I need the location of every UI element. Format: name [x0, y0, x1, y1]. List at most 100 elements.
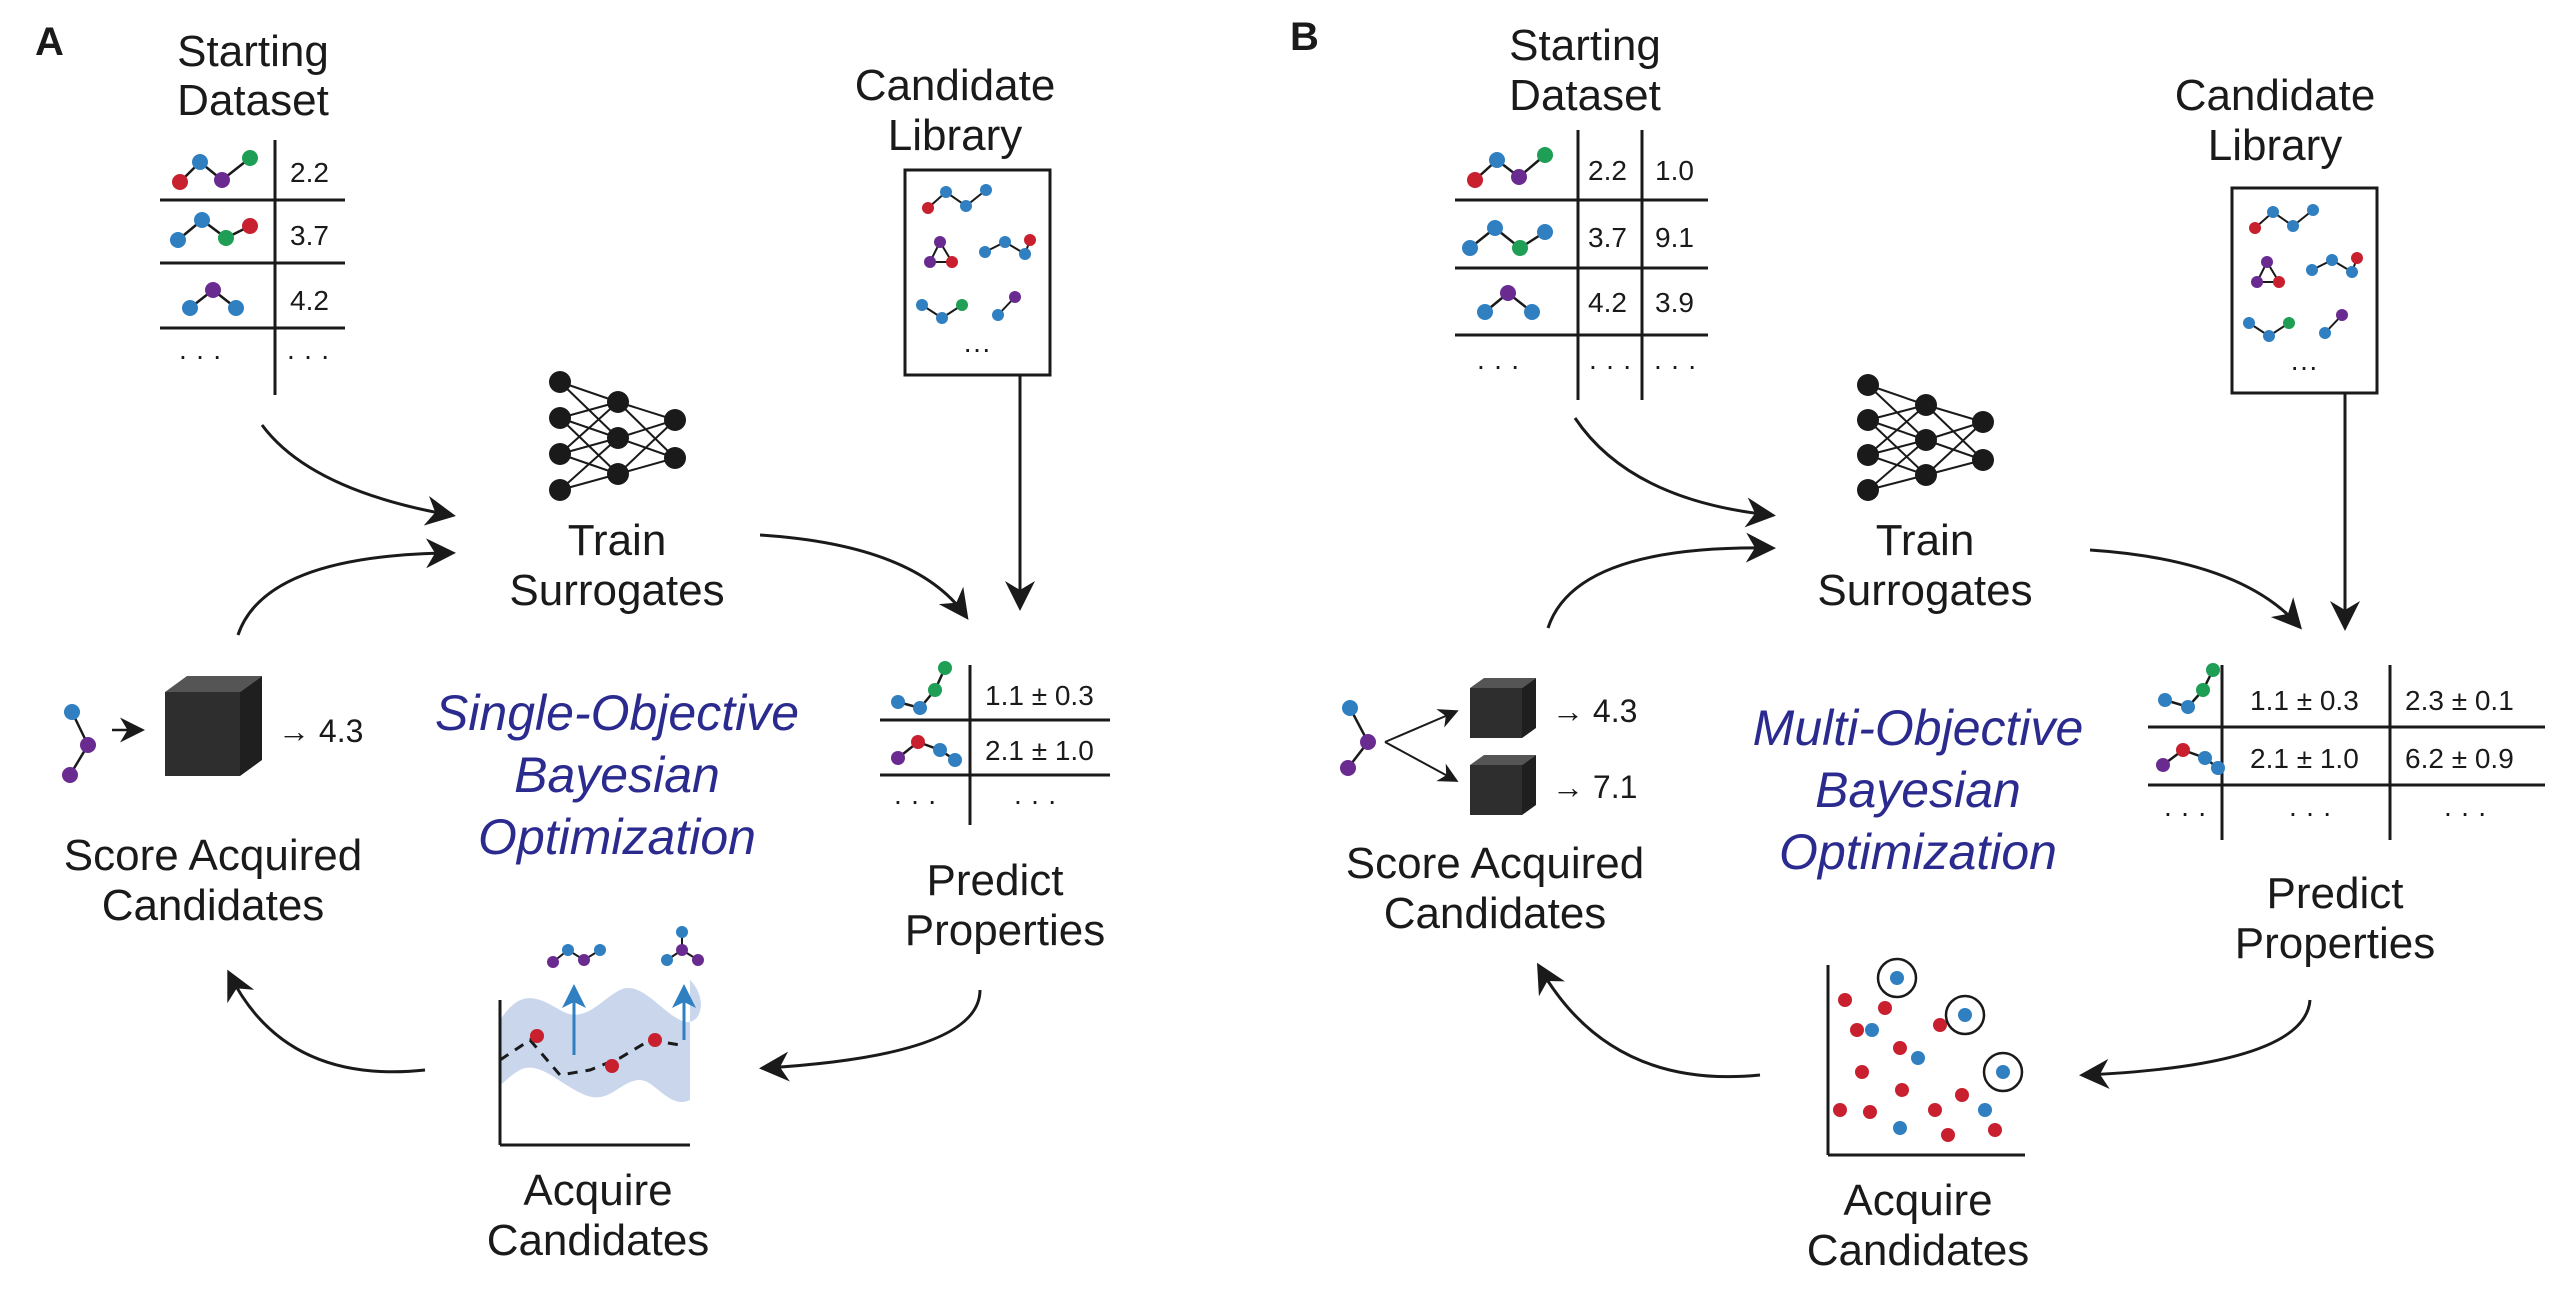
candidate-library-box: ···	[903, 168, 1052, 377]
molecule-icon	[1340, 700, 1376, 776]
molecule-icon	[547, 944, 606, 968]
scatter-point	[1893, 1041, 1907, 1055]
center-title-line2: Bayesian	[514, 747, 720, 803]
prediction-ellipsis-3: · · ·	[2443, 797, 2487, 828]
starting-dataset-title-line1: Starting	[1509, 21, 1661, 70]
candidate-library-box: ···	[2230, 186, 2379, 395]
train-label-line1: Train	[568, 516, 667, 565]
scatter-point	[1958, 1008, 1972, 1022]
acquire-label-line1: Acquire	[1843, 1176, 1992, 1225]
candidate-library-title-line1: Candidate	[2175, 71, 2376, 120]
scatter-point	[1996, 1065, 2010, 1079]
predict-label-line2: Properties	[905, 906, 1106, 955]
molecule-icon	[979, 234, 1036, 260]
scatter-point	[1838, 993, 1852, 1007]
scatter-point	[1855, 1065, 1869, 1079]
acquire-label-line2: Candidates	[487, 1216, 710, 1265]
prediction-value-2b: 6.2 ± 0.9	[2405, 743, 2514, 774]
molecule-icon	[2156, 743, 2225, 775]
neural-network-icon	[1857, 374, 1994, 501]
prediction-value-1b: 2.3 ± 0.1	[2405, 685, 2514, 716]
molecule-icon	[661, 926, 704, 966]
molecule-icon	[1462, 220, 1553, 256]
starting-dataset-title-line1: Starting	[177, 27, 329, 76]
center-title-line3: Optimization	[478, 809, 756, 865]
center-title-line3: Optimization	[1779, 824, 2057, 880]
prediction-table: 1.1 ± 0.3 2.3 ± 0.1 2.1 ± 1.0 6.2 ± 0.9 …	[2148, 663, 2545, 840]
neural-network-icon	[549, 371, 686, 501]
dataset-to-train-arrow	[260, 424, 456, 526]
train-to-predict-arrow	[759, 533, 969, 620]
predict-label-line1: Predict	[2267, 869, 2404, 918]
scatter-point	[1895, 1083, 1909, 1097]
dataset-value-1b: 1.0	[1655, 155, 1694, 186]
scatter-point	[1941, 1128, 1955, 1142]
scatter-point	[1933, 1018, 1947, 1032]
prediction-value-2: 2.1 ± 1.0	[985, 735, 1094, 766]
molecule-icon	[2319, 309, 2348, 339]
score-label-line2: Candidates	[1384, 889, 1607, 938]
library-ellipsis: ···	[963, 333, 991, 364]
center-title-line1: Single-Objective	[435, 685, 799, 741]
molecule-icon	[922, 184, 992, 214]
dataset-to-train-arrow	[1573, 417, 1776, 528]
acquire-to-score-arrow	[227, 969, 426, 1074]
acquire-to-score-arrow	[1537, 962, 1761, 1079]
scatter-point	[1878, 1001, 1892, 1015]
dataset-value-2a: 3.7	[1588, 222, 1627, 253]
dataset-ellipsis-left: · · ·	[178, 340, 222, 371]
score-label-line1: Score Acquired	[64, 831, 362, 880]
scatter-point	[1911, 1051, 1925, 1065]
score-value-1: → 4.3	[1552, 693, 1637, 729]
molecule-icon	[2249, 204, 2319, 234]
scatter-point	[1833, 1103, 1847, 1117]
molecule-icon	[62, 704, 96, 783]
panel-a-label: A	[35, 20, 64, 64]
score-to-train-arrow	[1546, 532, 1776, 629]
predict-to-acquire-arrow	[759, 989, 982, 1082]
score-value-2: → 7.1	[1552, 769, 1637, 805]
predict-to-acquire-arrow	[2079, 999, 2312, 1089]
black-box-cube-icon	[1470, 755, 1536, 815]
dataset-ellipsis-1: · · ·	[1476, 350, 1520, 381]
molecule-icon	[992, 291, 1021, 321]
molecule-icon	[891, 735, 962, 767]
train-label-line2: Surrogates	[1817, 566, 2032, 615]
train-label-line2: Surrogates	[509, 566, 724, 615]
acquisition-plot-icon	[498, 926, 704, 1147]
starting-dataset-table: 2.2 3.7 4.2 · · · · · ·	[160, 140, 345, 395]
molecule-icon	[1477, 285, 1540, 320]
scatter-points	[1833, 971, 2010, 1142]
dataset-value-2: 3.7	[290, 220, 329, 251]
molecule-icon	[172, 150, 258, 190]
candidate-library-title-line1: Candidate	[855, 61, 1056, 110]
panel-b-label: B	[1290, 15, 1319, 59]
molecule-icon	[182, 282, 244, 316]
score-value: → 4.3	[278, 713, 363, 749]
molecule-icon	[2251, 256, 2285, 288]
starting-dataset-title-line2: Dataset	[177, 76, 329, 125]
panel-b: B Starting Dataset 2.2 1.0 3.7 9.1 4.2 3…	[1290, 15, 2545, 1275]
scatter-point	[1978, 1103, 1992, 1117]
center-title-line1: Multi-Objective	[1753, 700, 2084, 756]
score-label-line1: Score Acquired	[1346, 839, 1644, 888]
scatter-point	[1955, 1088, 1969, 1102]
acquire-label-line1: Acquire	[523, 1166, 672, 1215]
train-to-predict-arrow	[2089, 548, 2302, 630]
center-title-line2: Bayesian	[1815, 762, 2021, 818]
dataset-ellipsis-3: · · ·	[1653, 350, 1697, 381]
molecule-icon	[170, 212, 258, 248]
scatter-point	[1850, 1023, 1864, 1037]
train-label-line1: Train	[1876, 516, 1975, 565]
molecule-icon	[2243, 317, 2295, 342]
library-ellipsis: ···	[2290, 351, 2318, 382]
dataset-ellipsis-right: · · ·	[286, 340, 330, 371]
dataset-value-3: 4.2	[290, 285, 329, 316]
scatter-point	[1928, 1103, 1942, 1117]
dataset-value-3a: 4.2	[1588, 287, 1627, 318]
prediction-ellipsis-1: · · ·	[2163, 797, 2207, 828]
scatter-point	[1988, 1123, 2002, 1137]
starting-dataset-title-line2: Dataset	[1509, 71, 1661, 120]
molecule-icon	[891, 661, 952, 715]
